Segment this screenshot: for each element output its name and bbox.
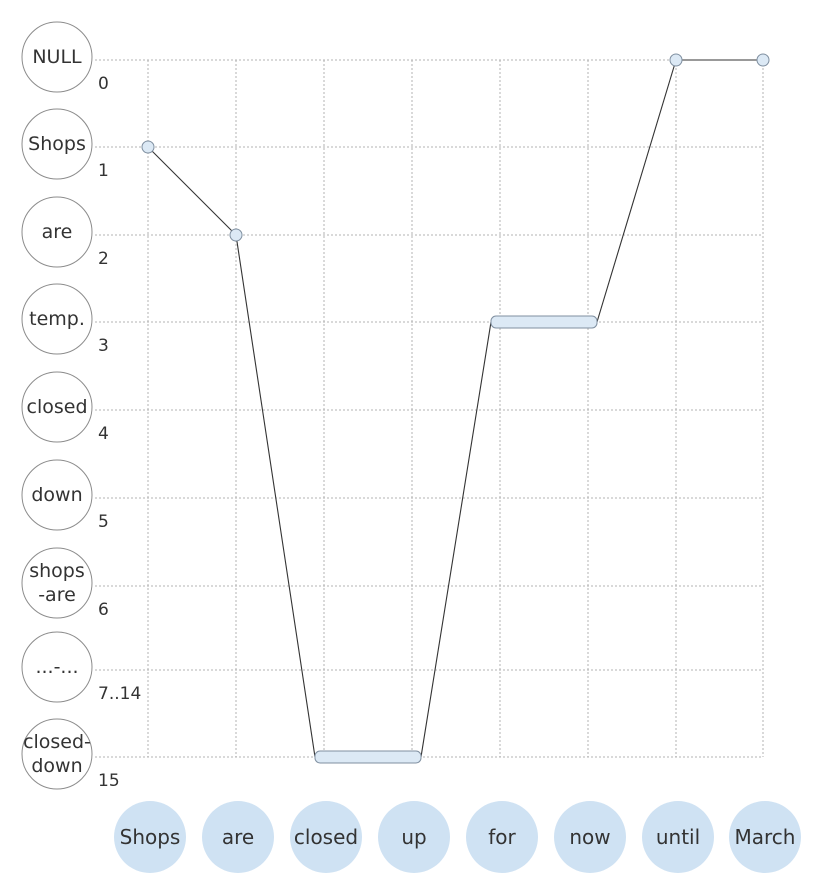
state-label: down [31, 755, 82, 777]
token-node: are [202, 801, 274, 873]
state-label: ...-... [35, 656, 78, 678]
state-label: are [42, 221, 73, 243]
path-span [314, 750, 422, 764]
state-circle [21, 21, 93, 93]
token-label: until [656, 825, 700, 849]
token-node: March [729, 801, 801, 873]
token-circle [378, 801, 450, 873]
state-label: shops [29, 560, 85, 582]
token-circle [290, 801, 362, 873]
state-circle [21, 631, 93, 703]
token-circle [642, 801, 714, 873]
token-node: up [378, 801, 450, 873]
token-label: Shops [120, 825, 181, 849]
token-circle [554, 801, 626, 873]
token-circle [202, 801, 274, 873]
token-label: March [735, 825, 796, 849]
token-label: are [222, 825, 254, 849]
state-index-label: 4 [98, 424, 109, 444]
path-point [756, 53, 770, 67]
path-connector [147, 146, 237, 236]
token-label: up [401, 825, 426, 849]
token-node: for [466, 801, 538, 873]
state-index-label: 3 [98, 336, 109, 356]
token-label: for [488, 825, 516, 849]
state-label: NULL [32, 46, 82, 68]
state-label: -are [38, 584, 76, 606]
path-connector [596, 59, 677, 323]
state-label: down [31, 484, 82, 506]
state-circle [21, 196, 93, 268]
state-circle [21, 371, 93, 443]
path-point [669, 53, 683, 67]
state-node: closed-down 15 [21, 718, 120, 791]
state-node: down 5 [21, 459, 109, 532]
state-index-label: 2 [98, 249, 109, 269]
token-label: closed [294, 825, 358, 849]
state-node: NULL 0 [21, 21, 109, 94]
state-node: closed 4 [21, 371, 109, 444]
state-circle [21, 718, 93, 790]
state-node: are 2 [21, 196, 109, 269]
token-node: until [642, 801, 714, 873]
state-label: temp. [29, 308, 85, 330]
path-point [141, 140, 155, 154]
token-label: now [569, 825, 610, 849]
state-label: Shops [28, 133, 86, 155]
state-label: closed- [23, 731, 91, 753]
path-span [490, 315, 598, 329]
token-circle [729, 801, 801, 873]
state-index-label: 1 [98, 161, 109, 181]
path-connector [235, 234, 316, 758]
state-index-label: 15 [98, 771, 120, 791]
state-index-label: 6 [98, 600, 109, 620]
state-circle [21, 459, 93, 531]
path-point [229, 228, 243, 242]
token-row: Shops are closed up for now until March [114, 801, 801, 873]
state-node: ...-... 7..14 [21, 631, 141, 704]
state-circle [21, 547, 93, 619]
state-label: closed [27, 396, 88, 418]
alignment-path [141, 53, 770, 764]
path-connector [420, 321, 492, 758]
state-node: temp. 3 [21, 283, 109, 356]
state-index-label: 0 [98, 74, 109, 94]
state-circle [21, 108, 93, 180]
token-node: closed [290, 801, 362, 873]
state-index-label: 7..14 [98, 684, 141, 704]
token-node: now [554, 801, 626, 873]
token-circle [466, 801, 538, 873]
token-node: Shops [114, 801, 186, 873]
state-node: shops-are 6 [21, 547, 109, 620]
state-node: Shops 1 [21, 108, 109, 181]
grid-lines [95, 59, 764, 758]
state-circle [21, 283, 93, 355]
state-index-label: 5 [98, 512, 109, 532]
token-circle [114, 801, 186, 873]
